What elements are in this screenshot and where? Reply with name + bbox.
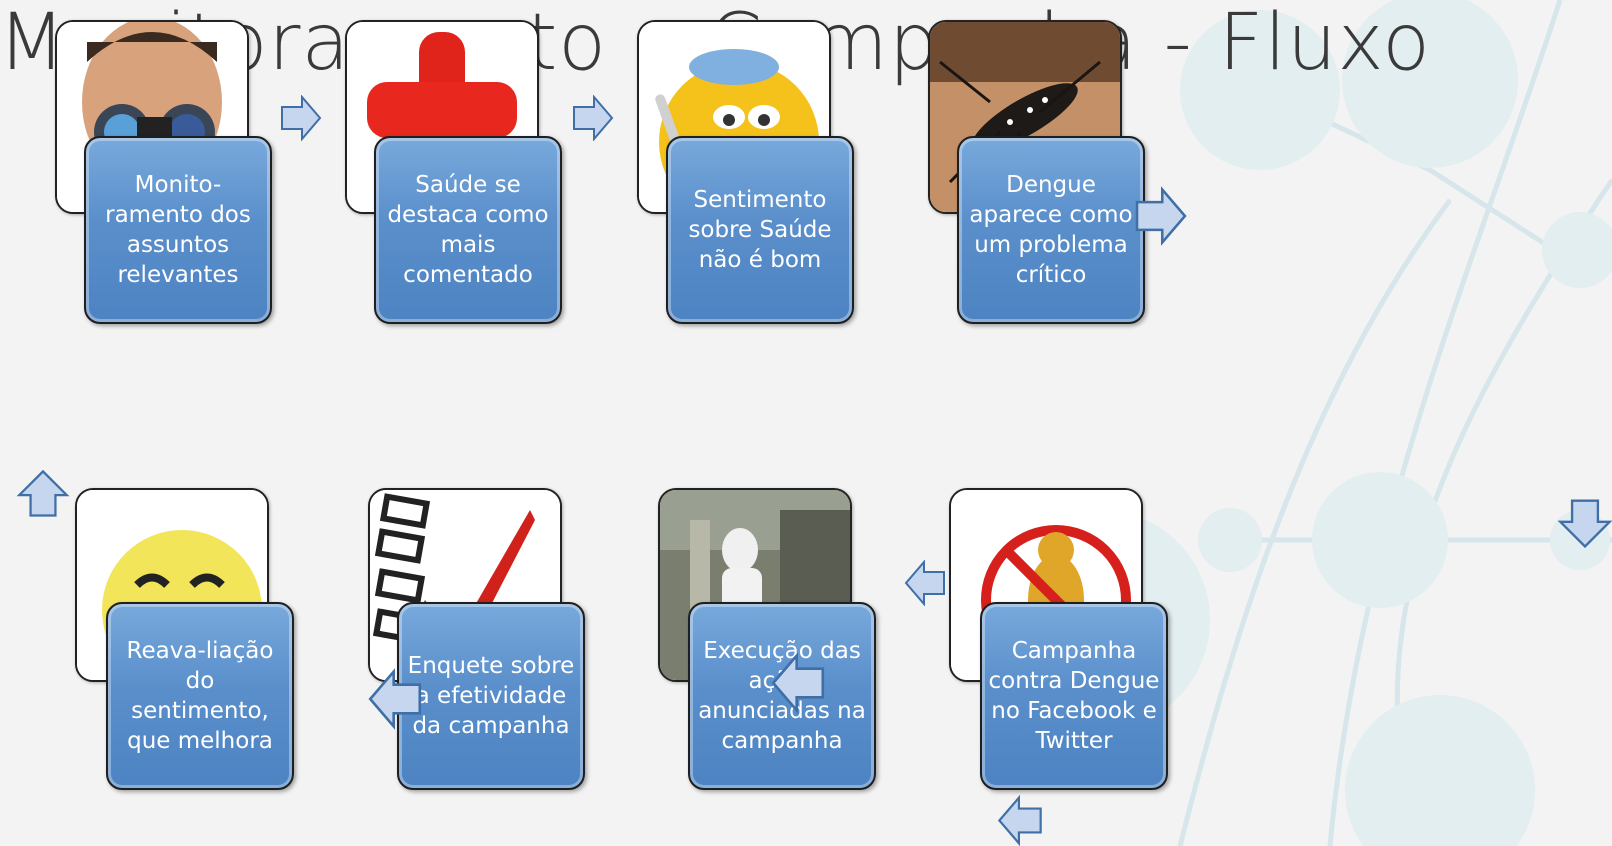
step-2-card: Saúde se destaca como mais comentado xyxy=(374,136,562,324)
step-6-card: Execução das ações anunciadas na campanh… xyxy=(688,602,876,790)
arrow-right-icon xyxy=(278,95,324,141)
step-4-card: Dengue aparece como um problema crítico xyxy=(957,136,1145,324)
arrow-right-icon xyxy=(1132,184,1190,248)
step-5-card: Campanha contra Dengue no Facebook e Twi… xyxy=(980,602,1168,790)
step-8-card: Reava-liação do sentimento, que melhora xyxy=(106,602,294,790)
arrow-left-icon xyxy=(768,652,828,714)
step-1-card: Monito-ramento dos assuntos relevantes xyxy=(84,136,272,324)
arrow-up-icon xyxy=(12,468,74,520)
step-3-card: Sentimento sobre Saúde não é bom xyxy=(666,136,854,324)
arrow-right-icon xyxy=(570,95,616,141)
arrow-down-icon xyxy=(1558,495,1612,551)
step-7-card: Enquete sobre a efetividade da campanha xyxy=(397,602,585,790)
arrow-left-icon xyxy=(365,668,425,730)
arrow-left-icon xyxy=(995,795,1045,846)
arrow-left-icon xyxy=(902,560,948,606)
